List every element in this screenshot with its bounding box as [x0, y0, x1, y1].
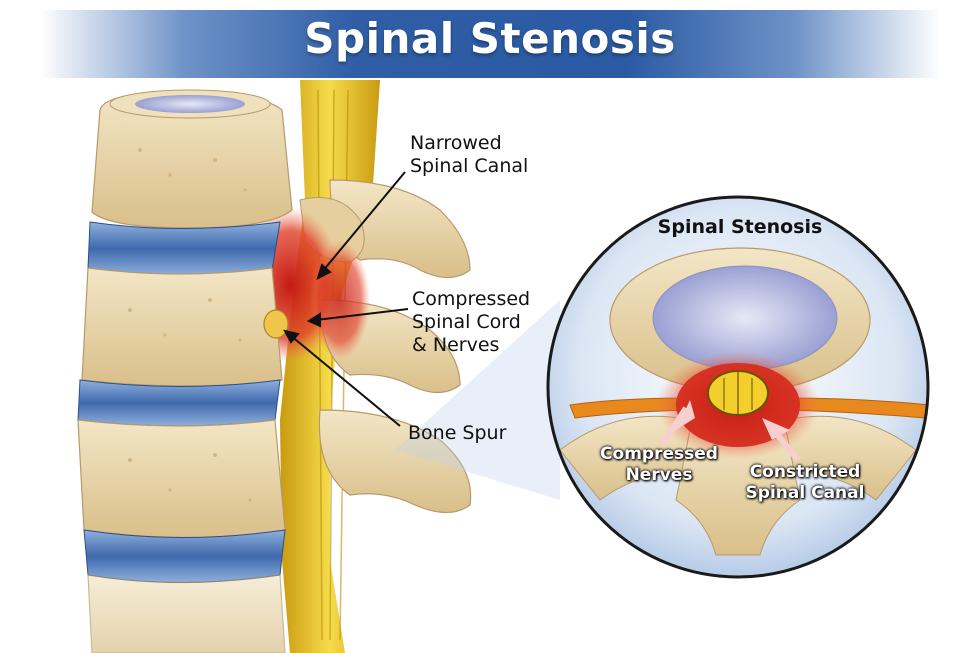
- cross-section: [559, 247, 928, 556]
- page-title: Spinal Stenosis: [304, 14, 676, 63]
- label-compressed-nerves: Compressed Nerves: [600, 444, 718, 485]
- leader-bone-spur: [289, 334, 401, 427]
- label-compressed-cord: Compressed Spinal Cord & Nerves: [412, 288, 531, 356]
- inset-circle-border: [546, 195, 930, 579]
- inset-connector: [395, 300, 560, 500]
- label-narrowed-canal: Narrowed Spinal Canal: [410, 132, 529, 177]
- vertebra-3: [77, 419, 286, 539]
- inset-title: Spinal Stenosis: [657, 216, 823, 238]
- disc-1: [87, 221, 281, 277]
- leader-narrowed-canal: [321, 171, 406, 273]
- spinous-process-3: [318, 409, 472, 514]
- vertebra-2: [81, 267, 283, 387]
- vertebra-4: [87, 574, 286, 653]
- disc-2: [77, 379, 281, 427]
- leader-compressed-cord: [315, 308, 409, 321]
- label-constricted-canal: Constricted Spinal Canal: [745, 462, 865, 503]
- disc-3: [83, 529, 286, 583]
- title-banner: [40, 10, 940, 78]
- label-bone-spur: Bone Spur: [408, 422, 507, 444]
- bone-spur: [263, 309, 289, 339]
